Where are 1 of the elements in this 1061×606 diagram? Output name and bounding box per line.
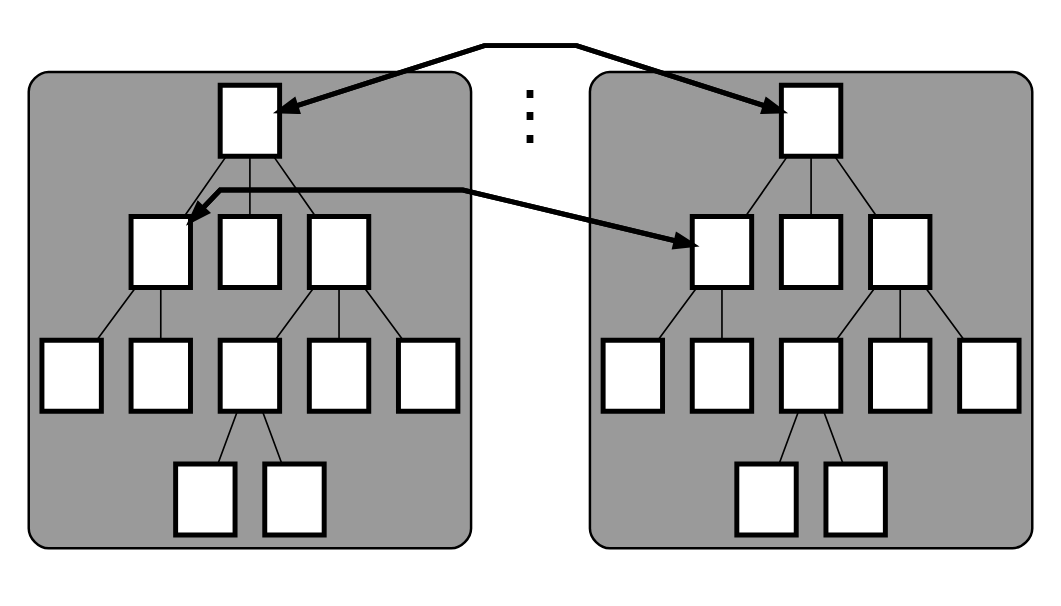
label: ⋮ bbox=[497, 76, 564, 151]
